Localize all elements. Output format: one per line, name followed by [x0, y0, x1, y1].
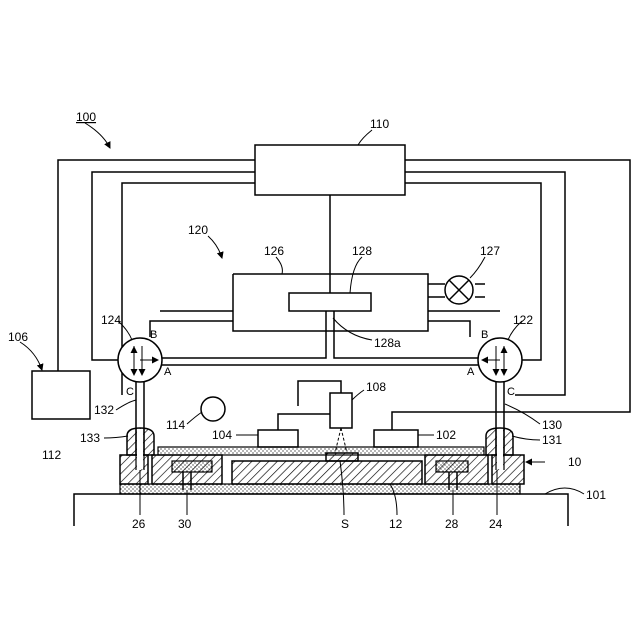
port-left-a: A — [164, 366, 172, 378]
pump-channel — [150, 311, 490, 358]
port-right-c: C — [507, 386, 515, 398]
leader-pressure — [470, 257, 485, 278]
label-sample: S — [341, 517, 349, 531]
camera-box — [330, 393, 352, 428]
well-left — [172, 461, 212, 472]
leader-pump-shaft — [333, 318, 372, 340]
leader-controller — [358, 130, 372, 145]
probe-left-box — [258, 430, 298, 447]
leader-seal-right — [512, 436, 540, 440]
label-well-left: 30 — [178, 517, 192, 531]
port-right-a: A — [467, 366, 475, 378]
valve-right — [478, 338, 522, 382]
label-substrate: 12 — [389, 517, 403, 531]
substrate-block — [232, 461, 422, 484]
leader-camera — [352, 390, 364, 400]
label-power-source: 106 — [8, 330, 28, 344]
leader-chamber — [276, 257, 282, 274]
sample-pad — [326, 453, 358, 461]
plate-top-layer — [158, 447, 484, 455]
label-chamber: 126 — [264, 244, 284, 258]
label-port-right: 24 — [489, 517, 503, 531]
label-valve-right: 122 — [513, 313, 533, 327]
leader-pump — [350, 257, 362, 293]
probe-right-box — [374, 430, 418, 447]
leader-sensor — [187, 412, 202, 424]
port-left-c: C — [126, 386, 134, 398]
valve-left — [118, 338, 162, 382]
leader-power — [20, 342, 42, 370]
well-right — [436, 461, 468, 472]
mid-loop-right — [405, 183, 541, 360]
label-well-right: 28 — [445, 517, 459, 531]
chamber-to-right-valve — [428, 321, 470, 337]
label-line-left: 132 — [94, 403, 114, 417]
probe-left-wire — [278, 414, 330, 430]
power-source-box — [32, 371, 90, 419]
label-seal-left: 133 — [80, 431, 100, 445]
label-system: 100 — [76, 110, 96, 124]
label-controller: 110 — [370, 117, 389, 131]
label-probe-left: 104 — [212, 428, 232, 442]
label-plate: 10 — [568, 455, 582, 469]
plate-base-layer — [120, 484, 520, 494]
label-stage: 101 — [586, 488, 606, 502]
label-port-left: 26 — [132, 517, 146, 531]
leader-stage — [545, 488, 584, 494]
label-valve-left: 124 — [101, 313, 121, 327]
controller-box — [255, 145, 405, 195]
label-fluid-unit: 120 — [188, 223, 208, 237]
leader-line-left — [116, 400, 136, 410]
label-camera: 108 — [366, 380, 386, 394]
leader-line-right — [505, 404, 540, 424]
leader-fluid-unit — [208, 236, 222, 258]
label-power-out: 112 — [42, 448, 61, 462]
seal-right-bore — [497, 429, 503, 469]
pump-box — [289, 293, 371, 311]
label-sensor: 114 — [166, 418, 185, 432]
port-left-b: B — [150, 329, 157, 341]
label-pump: 128 — [352, 244, 372, 258]
seal-left-bore — [137, 429, 143, 469]
label-pump-shaft: 128a — [374, 336, 401, 350]
label-seal-right: 131 — [542, 433, 562, 447]
label-probe-right: 102 — [436, 428, 456, 442]
leader-seal-left — [104, 436, 128, 438]
label-line-right: 130 — [542, 418, 562, 432]
leader-system — [85, 123, 110, 148]
pressure-source-symbol — [445, 276, 473, 304]
label-pressure-source: 127 — [480, 244, 500, 258]
port-right-b: B — [481, 329, 488, 341]
chamber-to-left-valve — [150, 321, 233, 337]
inner-loop-left — [92, 172, 255, 360]
sensor-circle — [201, 397, 225, 421]
